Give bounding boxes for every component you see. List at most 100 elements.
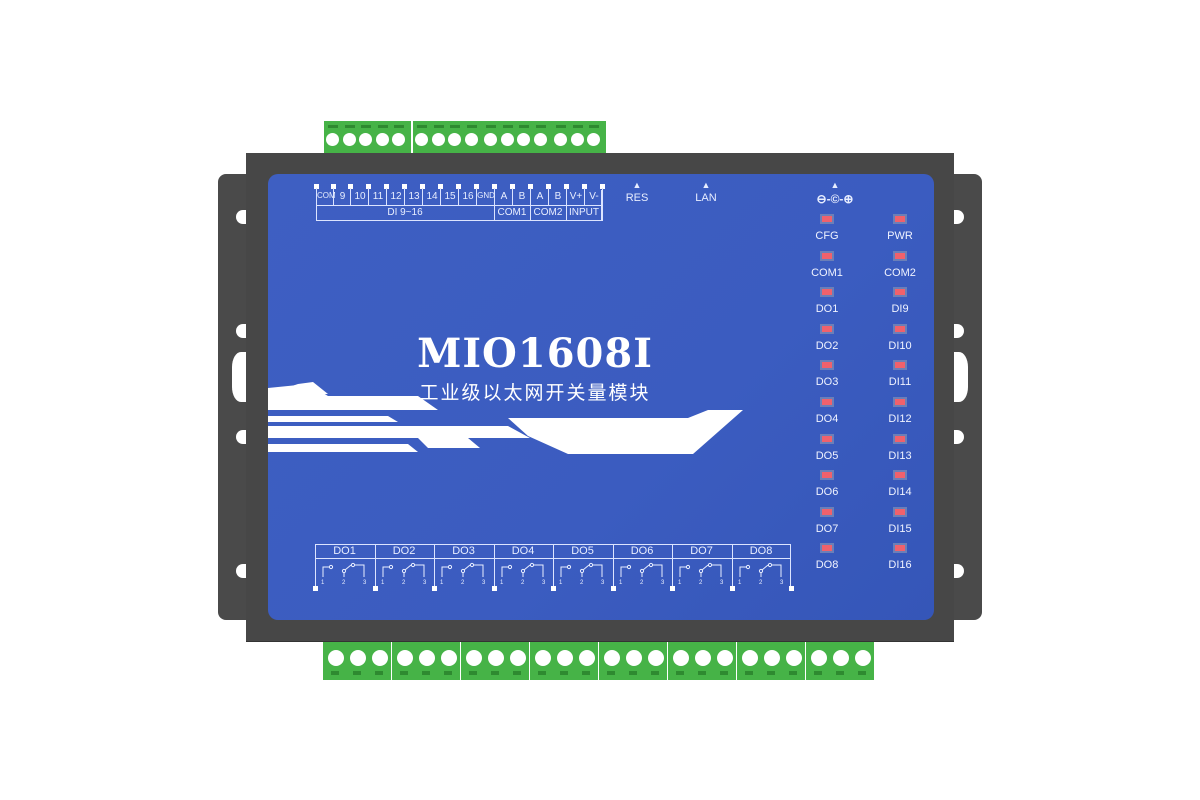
- bottom-terminal-block-1[interactable]: [323, 638, 391, 680]
- screw-hole-icon[interactable]: [626, 650, 642, 666]
- divider: [458, 188, 459, 205]
- top-terminal-block[interactable]: [552, 121, 606, 153]
- screw-hole-icon[interactable]: [673, 650, 689, 666]
- divider: [316, 205, 602, 206]
- mount-slot-icon: [950, 352, 968, 402]
- screw-hole-icon[interactable]: [587, 133, 600, 146]
- led-label: DI11: [888, 376, 912, 389]
- bottom-terminal-block-5[interactable]: [599, 638, 667, 680]
- relay-label: DO7: [690, 545, 713, 557]
- svg-text:2: 2: [461, 580, 465, 585]
- screw-hole-icon[interactable]: [431, 133, 445, 146]
- svg-text:1: 1: [559, 580, 563, 585]
- screw-hole-icon[interactable]: [500, 133, 514, 146]
- screw-hole-icon[interactable]: [855, 650, 871, 666]
- terminal-slot-icon: [698, 671, 706, 675]
- bottom-terminal-block-6[interactable]: [668, 638, 736, 680]
- screw-hole-icon[interactable]: [488, 650, 504, 666]
- screw-hole-icon[interactable]: [811, 650, 827, 666]
- led-di11: [893, 360, 907, 371]
- pin-marker-icon: [438, 184, 443, 189]
- bottom-terminal-block-3[interactable]: [461, 638, 529, 680]
- terminal-slot-icon: [814, 671, 822, 675]
- terminal-slot-icon: [450, 125, 460, 128]
- bottom-terminal-block-7[interactable]: [737, 638, 805, 680]
- screw-hole-icon[interactable]: [326, 133, 339, 146]
- pin-label: B: [518, 191, 526, 202]
- screw-hole-icon[interactable]: [533, 133, 547, 146]
- relay-label: DO8: [749, 545, 773, 557]
- terminal-slot-icon: [767, 671, 775, 675]
- screw-hole-icon[interactable]: [557, 650, 573, 666]
- screw-hole-icon[interactable]: [375, 133, 389, 146]
- pin-marker-icon: [456, 184, 461, 189]
- svg-text:2: 2: [521, 580, 525, 585]
- terminal-slot-icon: [676, 671, 684, 675]
- screw-hole-icon[interactable]: [392, 133, 405, 146]
- screw-hole-icon[interactable]: [717, 650, 733, 666]
- screw-hole-icon[interactable]: [441, 650, 457, 666]
- led-label: DI9: [891, 303, 909, 316]
- pin-label: 15: [444, 191, 456, 202]
- svg-text:2: 2: [640, 580, 644, 585]
- screw-hole-icon[interactable]: [510, 650, 526, 666]
- screw-hole-icon[interactable]: [833, 650, 849, 666]
- terminal-slot-icon: [651, 671, 659, 675]
- terminal-slot-icon: [513, 671, 521, 675]
- pin-label: 13: [408, 191, 420, 202]
- led-label: DO5: [815, 449, 839, 462]
- top-terminal-block[interactable]: [324, 121, 411, 153]
- screw-hole-icon[interactable]: [695, 650, 711, 666]
- relay-label: DO6: [630, 545, 654, 557]
- pin-marker-icon: [528, 184, 533, 189]
- screw-hole-icon[interactable]: [342, 133, 356, 146]
- screw-hole-icon[interactable]: [359, 133, 372, 146]
- top-terminal-block[interactable]: [482, 121, 552, 153]
- screw-hole-icon[interactable]: [448, 133, 461, 146]
- screw-hole-icon[interactable]: [742, 650, 758, 666]
- terminal-slot-icon: [331, 671, 339, 675]
- screw-hole-icon[interactable]: [397, 650, 413, 666]
- terminal-slot-icon: [535, 125, 546, 128]
- screw-hole-icon[interactable]: [328, 650, 344, 666]
- bottom-terminal-block-8[interactable]: [806, 638, 874, 680]
- screw-hole-icon[interactable]: [535, 650, 551, 666]
- screw-hole-icon[interactable]: [648, 650, 664, 666]
- svg-text:1: 1: [500, 580, 504, 585]
- divider: [315, 544, 316, 590]
- screw-hole-icon[interactable]: [372, 650, 388, 666]
- screw-hole-icon[interactable]: [570, 133, 584, 146]
- pin-marker-icon: [491, 586, 497, 591]
- divider: [548, 188, 549, 205]
- led-do3: [820, 360, 834, 371]
- divider: [602, 188, 603, 221]
- pin-label: COM: [317, 191, 336, 200]
- led-label: PWR: [887, 230, 913, 242]
- divider: [566, 188, 567, 221]
- screw-hole-icon[interactable]: [466, 650, 482, 666]
- screw-hole-icon[interactable]: [517, 133, 530, 146]
- svg-text:1: 1: [381, 580, 385, 585]
- screw-hole-icon[interactable]: [786, 650, 802, 666]
- screw-hole-icon[interactable]: [415, 133, 428, 146]
- screw-hole-icon[interactable]: [350, 650, 366, 666]
- terminal-slot-icon: [433, 125, 444, 128]
- screw-hole-icon[interactable]: [604, 650, 620, 666]
- screw-hole-icon[interactable]: [484, 133, 497, 146]
- screw-hole-icon[interactable]: [464, 133, 478, 146]
- bottom-terminal-block-2[interactable]: [392, 638, 460, 680]
- res-port-label: RES: [625, 192, 649, 204]
- screw-hole-icon[interactable]: [554, 133, 567, 146]
- led-do4: [820, 397, 834, 407]
- mount-slot-icon: [232, 352, 250, 402]
- bottom-terminal-block-4[interactable]: [530, 638, 598, 680]
- screw-hole-icon[interactable]: [764, 650, 780, 666]
- top-terminal-block[interactable]: [413, 121, 483, 153]
- screw-hole-icon[interactable]: [419, 650, 435, 666]
- pin-label: 10: [354, 191, 366, 202]
- screw-hole-icon[interactable]: [579, 650, 595, 666]
